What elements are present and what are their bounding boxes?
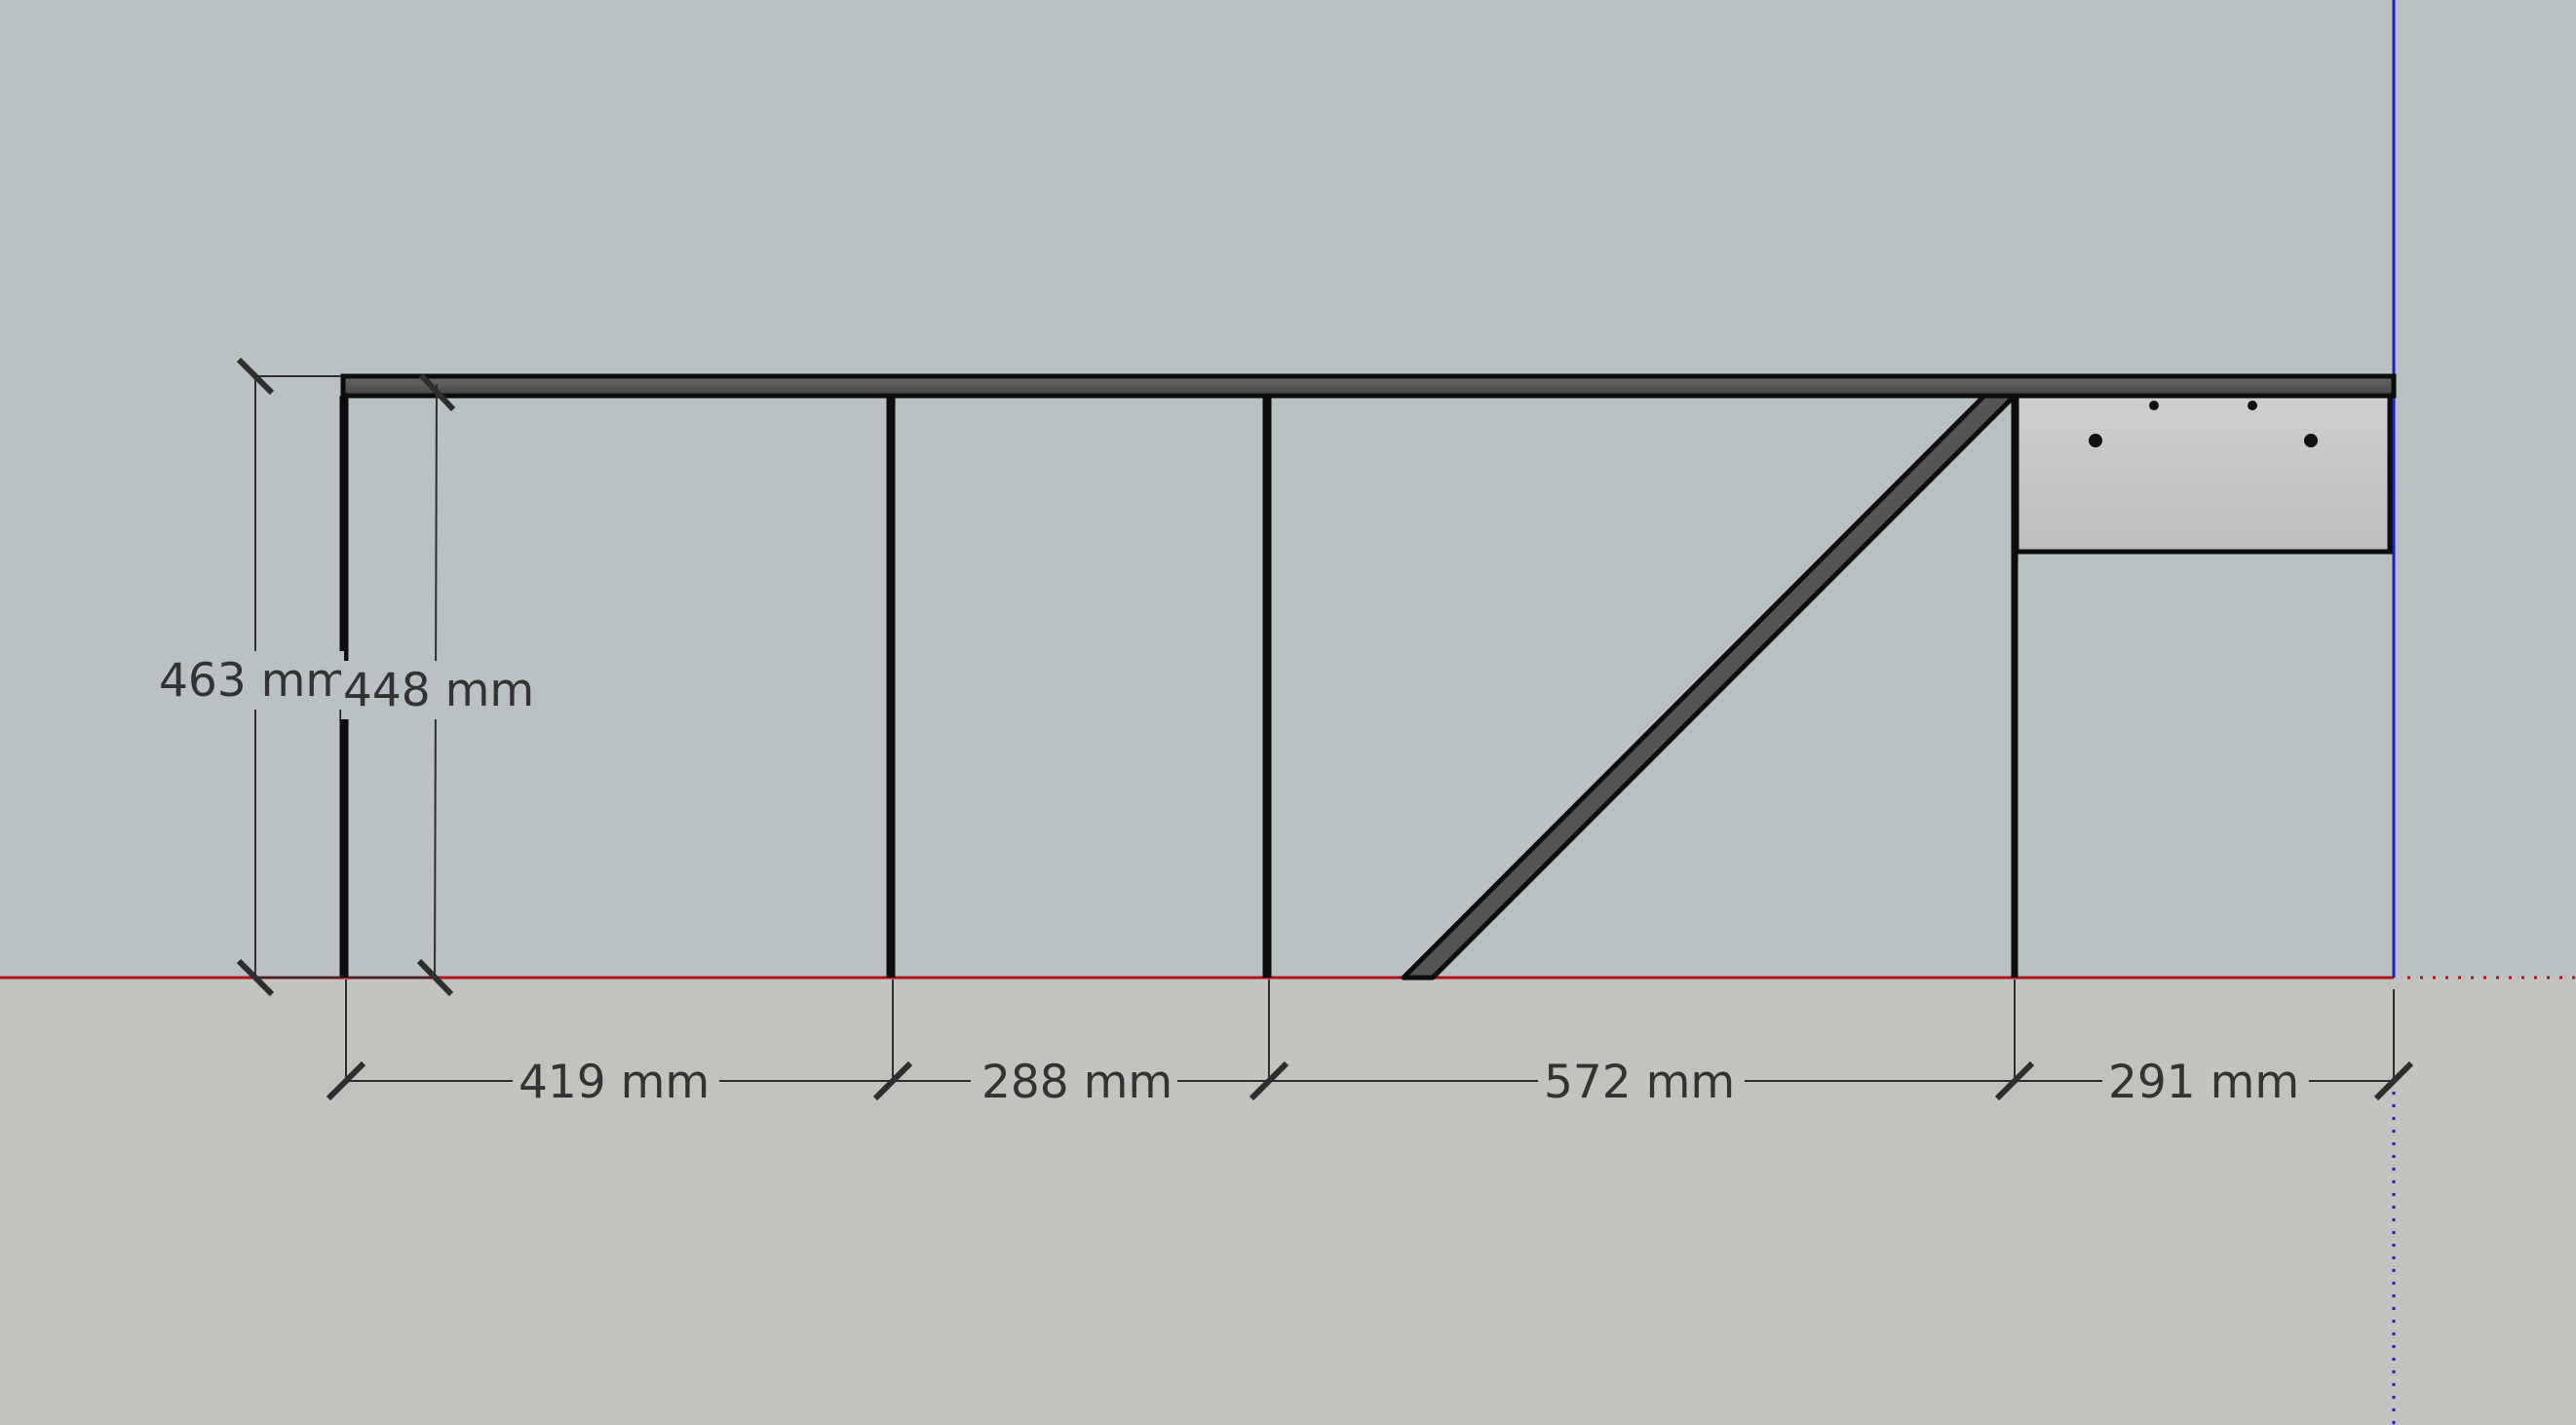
dimension-vertical-inner[interactable]: 448 mm bbox=[341, 372, 534, 997]
dim-label-419: 419 mm bbox=[519, 1056, 710, 1109]
dim-label-288: 288 mm bbox=[981, 1056, 1173, 1109]
dim-label-291: 291 mm bbox=[2108, 1056, 2299, 1109]
screw-dot bbox=[2304, 434, 2318, 447]
dim-label-463: 463 mm bbox=[159, 654, 350, 708]
diagonal-brace[interactable] bbox=[1401, 393, 2018, 981]
table-top[interactable] bbox=[340, 373, 2397, 399]
dim-label-448: 448 mm bbox=[343, 664, 534, 717]
dimension-vertical-outer[interactable]: 463 mm bbox=[154, 357, 350, 997]
screw-dot bbox=[2089, 434, 2102, 447]
ground-plane bbox=[0, 978, 2576, 1425]
dim-label-572: 572 mm bbox=[1544, 1056, 1735, 1109]
drawer-box[interactable] bbox=[2014, 393, 2393, 555]
screw-dot bbox=[2149, 401, 2159, 410]
screw-dot bbox=[2248, 401, 2257, 410]
dimension-horizontal[interactable]: 419 mm 288 mm 572 mm 291 mm bbox=[326, 980, 2414, 1109]
